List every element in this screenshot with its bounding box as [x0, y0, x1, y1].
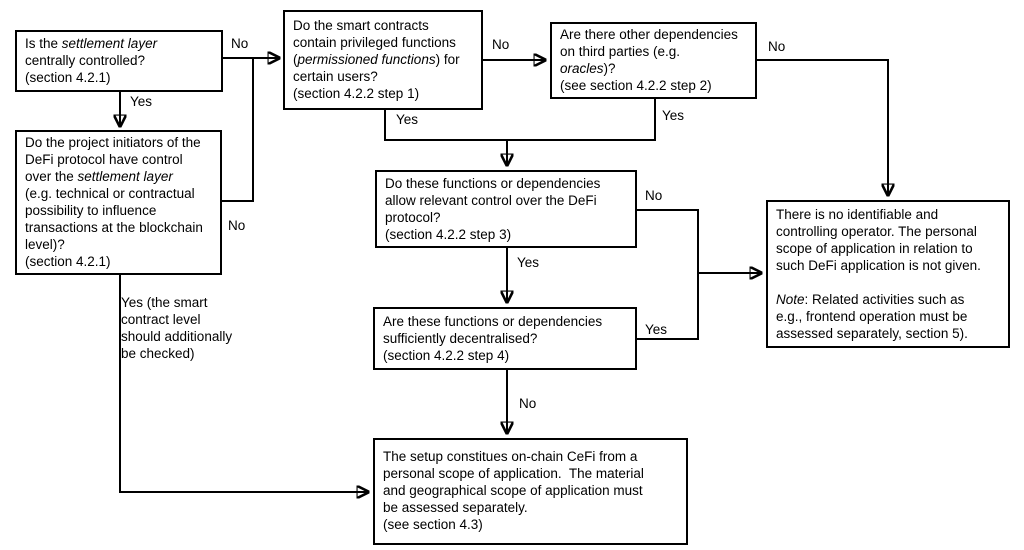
edge-label-decentralised-no: No — [519, 396, 537, 411]
edge-label-settlement-no: No — [231, 36, 249, 51]
node-sufficiently-decentralised-question: Are these functions or dependencies suff… — [373, 307, 637, 370]
edge-label-decentralised-yes: Yes — [645, 322, 668, 337]
edge-initiators-no-merge — [222, 58, 254, 202]
edge-label-initiators-no: No — [228, 218, 246, 233]
node-no-identifiable-operator-outcome: There is no identifiable and controlling… — [766, 200, 1010, 348]
node-settlement-layer-question: Is the settlement layer centrally contro… — [15, 30, 223, 92]
node-project-initiators-question: Do the project initiators of the DeFi pr… — [15, 130, 222, 275]
edge-label-initiators-yes: Yes (the smart contract level should add… — [121, 295, 233, 361]
edge-label-dependencies-no: No — [768, 39, 786, 54]
edge-dependencies-no — [757, 59, 888, 195]
edge-label-dependencies-yes: Yes — [662, 108, 685, 123]
edge-label-settlement-yes: Yes — [130, 94, 153, 109]
node-onchain-cefi-outcome: The setup constitues on-chain CeFi from … — [373, 438, 688, 545]
edge-label-control-yes: Yes — [517, 255, 540, 270]
node-privileged-functions-question: Do the smart contracts contain privilege… — [283, 10, 483, 110]
edge-initiators-yes — [119, 275, 368, 492]
node-relevant-control-question: Do these functions or dependencies allow… — [375, 170, 637, 248]
edge-label-control-no: No — [645, 188, 663, 203]
node-third-party-dependencies-question: Are there other dependencies on third pa… — [550, 22, 757, 99]
edge-label-privileged-no: No — [492, 37, 510, 52]
edge-label-privileged-yes: Yes — [396, 112, 419, 127]
